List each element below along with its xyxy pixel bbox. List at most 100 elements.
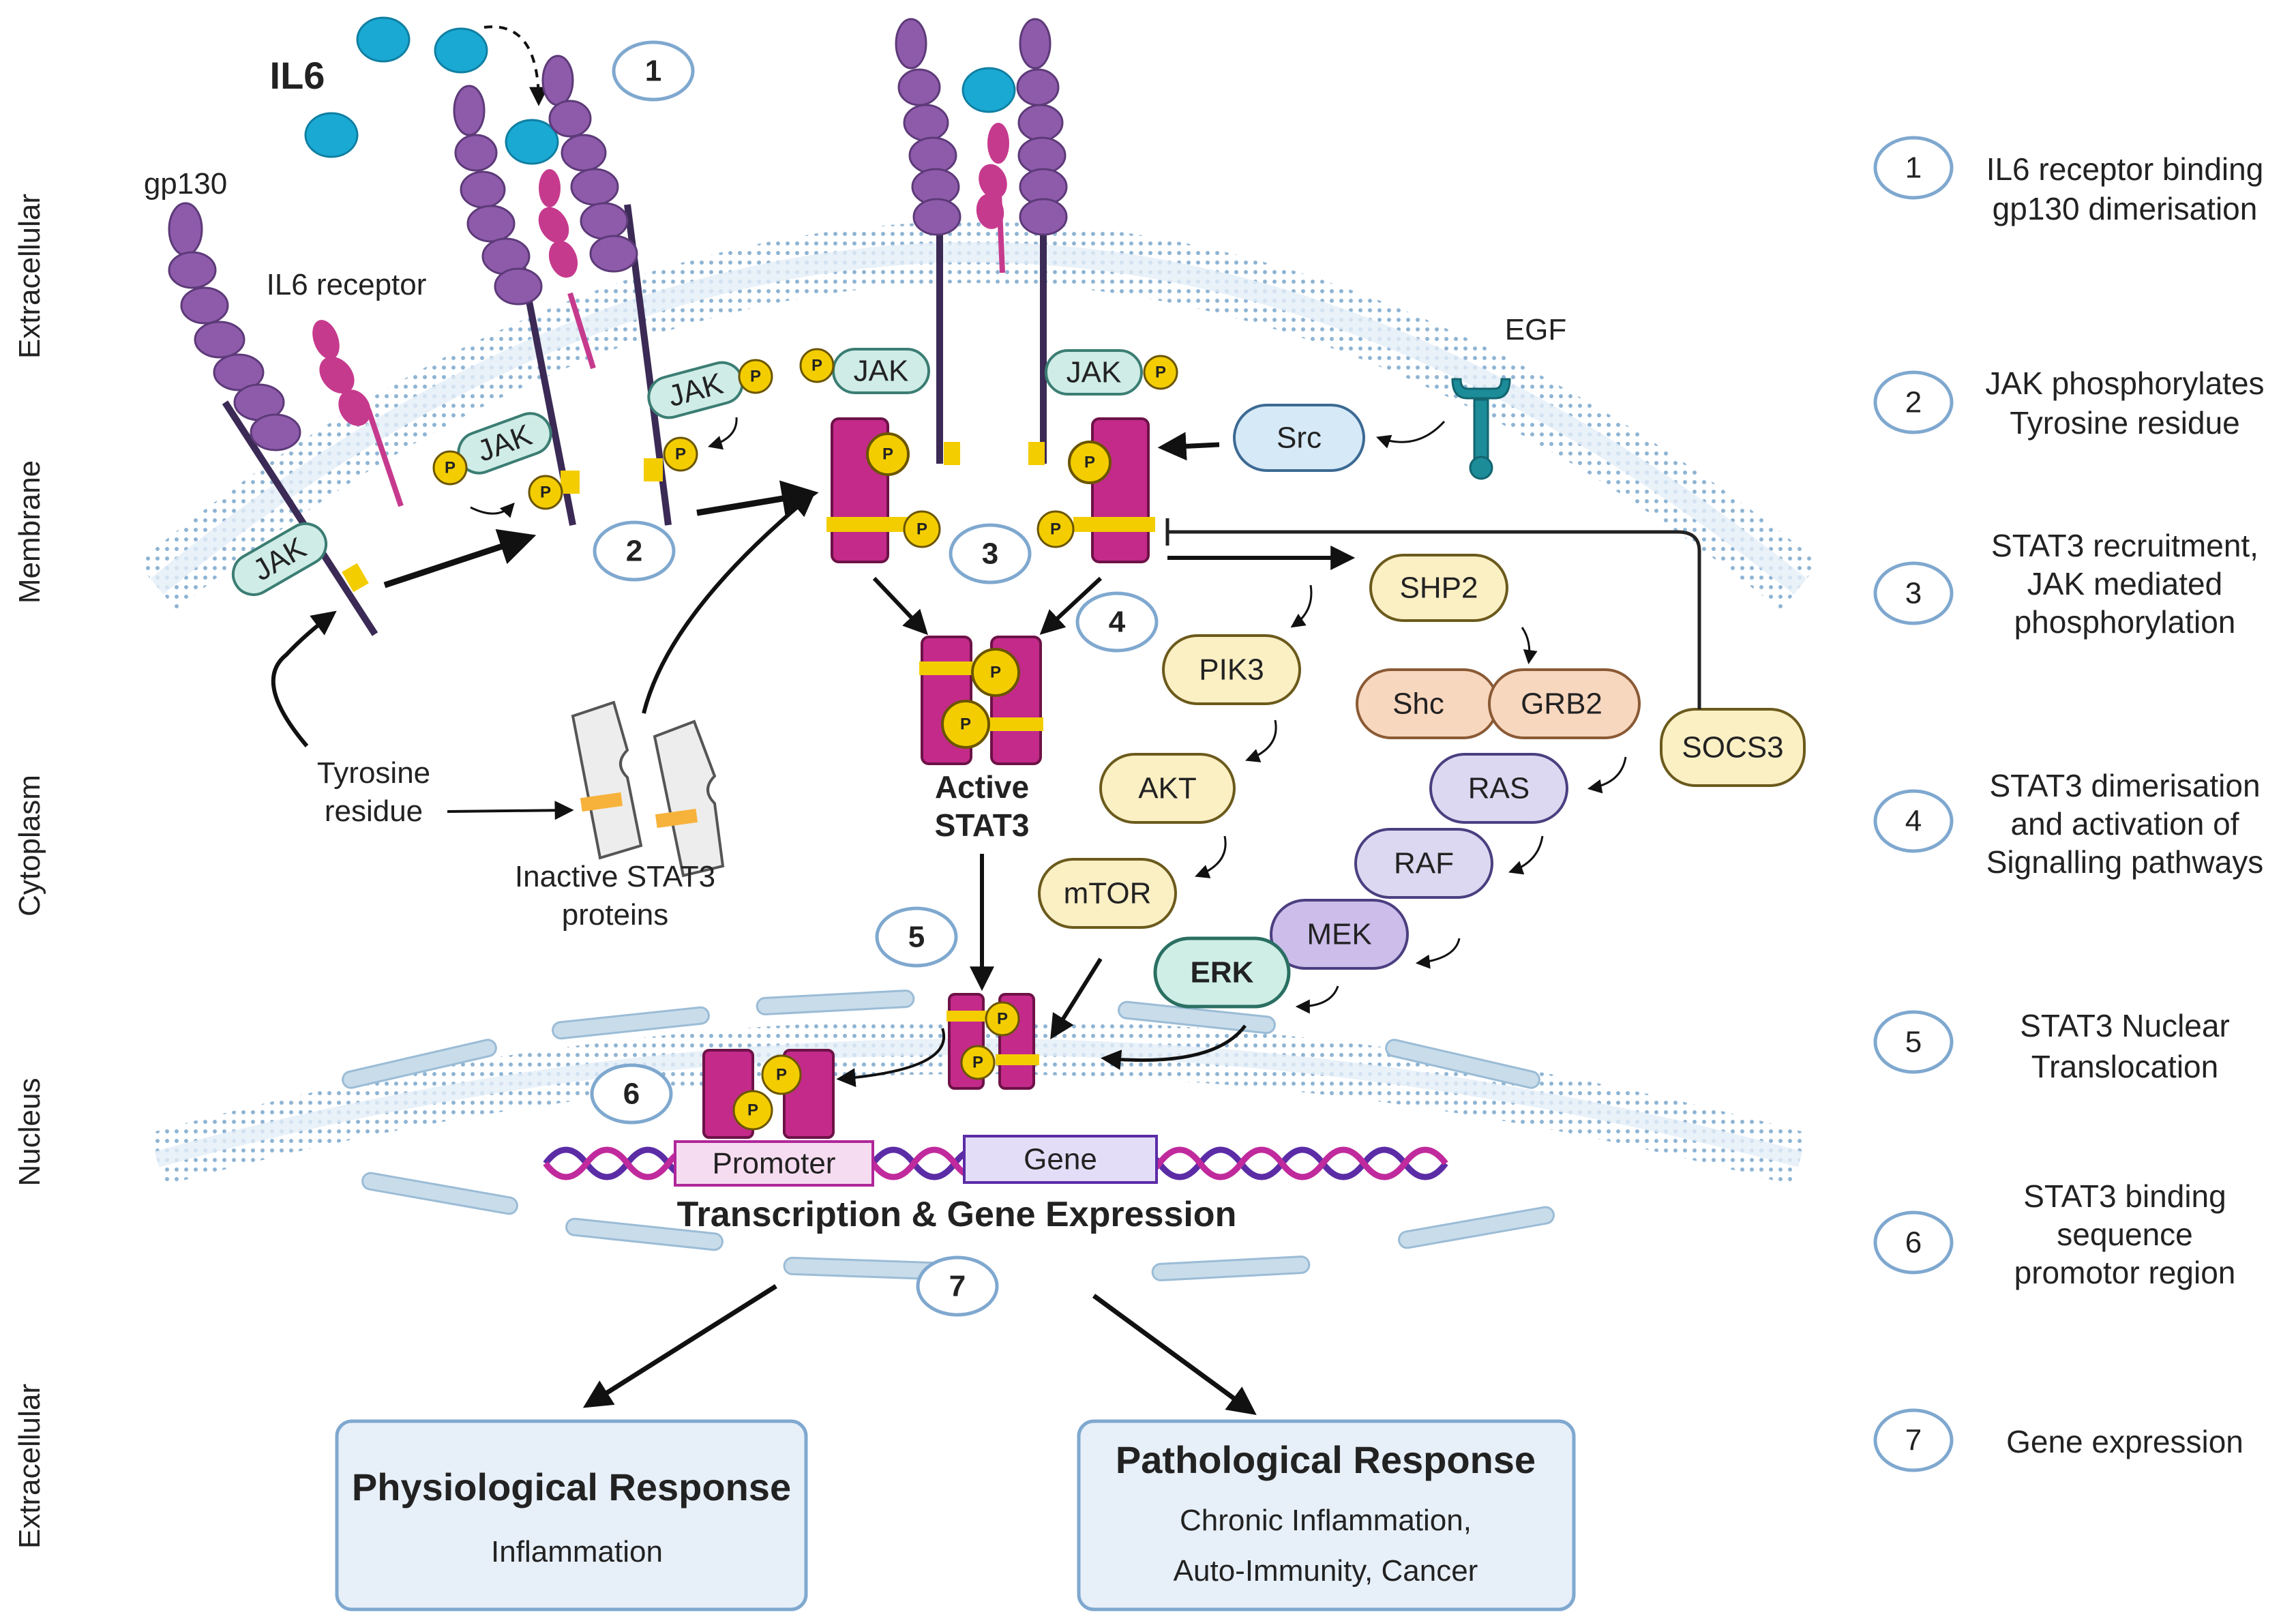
svg-text:P: P <box>540 484 551 502</box>
il6-ligand <box>961 67 1016 113</box>
svg-text:STAT3 binding: STAT3 binding <box>2023 1178 2226 1214</box>
svg-text:JAK mediated: JAK mediated <box>2027 566 2222 601</box>
svg-text:IL6 receptor binding: IL6 receptor binding <box>1986 151 2264 187</box>
jak-node: JAK <box>647 361 744 419</box>
svg-text:6: 6 <box>623 1077 640 1111</box>
pathological-response-detail-1: Chronic Inflammation, <box>1180 1504 1472 1537</box>
svg-text:P: P <box>1155 363 1166 382</box>
grb2-node: GRB2 <box>1488 668 1641 739</box>
ras-node: RAS <box>1429 753 1568 824</box>
svg-text:P: P <box>750 368 761 386</box>
physiological-response-box: Physiological Response Inflammation <box>335 1419 808 1611</box>
gene-region: Gene <box>963 1135 1158 1184</box>
il6-ligand <box>356 16 411 63</box>
svg-text:phosphorylation: phosphorylation <box>2014 604 2236 640</box>
svg-text:P: P <box>747 1101 758 1120</box>
phosphate-group: P <box>1068 441 1112 484</box>
phosphate-group: P <box>941 700 990 749</box>
side-label-membrane: Membrane <box>13 460 46 604</box>
il6-label: IL6 <box>270 54 325 97</box>
jak-proteins: JAK JAK JAK JAK JAK <box>231 348 1143 596</box>
phosphate-group: P <box>663 436 698 472</box>
arrows <box>271 417 1627 1415</box>
svg-text:Src: Src <box>1277 421 1322 455</box>
gp130-receptor-active <box>895 18 1068 465</box>
phosphate-group: P <box>799 348 835 383</box>
step-marker-6: 6 <box>590 1063 673 1125</box>
svg-text:2: 2 <box>1905 386 1922 419</box>
il6-ligand <box>434 27 488 74</box>
svg-text:JAK: JAK <box>1067 356 1122 389</box>
side-label-extracellular-top: Extracellular <box>13 194 46 359</box>
phosphate-group: P <box>971 648 1020 697</box>
svg-text:MEK: MEK <box>1307 918 1371 951</box>
akt-node: AKT <box>1099 753 1236 824</box>
svg-text:P: P <box>960 715 971 734</box>
erk-node: ERK <box>1153 936 1291 1009</box>
signalling-nodes: Src SHP2 PIK3 AKT mTOR Shc GRB2 RAS RAF … <box>1038 404 1806 1009</box>
phosphate-groups: P P P P P P P P P P P P P P P P <box>432 348 1178 1131</box>
shp2-node: SHP2 <box>1369 554 1508 622</box>
svg-text:P: P <box>675 445 686 464</box>
pik3-node: PIK3 <box>1162 634 1301 705</box>
svg-text:P: P <box>776 1066 787 1084</box>
svg-text:P: P <box>916 520 927 539</box>
pathological-response-detail-2: Auto-Immunity, Cancer <box>1174 1554 1478 1588</box>
tyrosine-residue-label-line2: residue <box>325 794 423 828</box>
side-label-cytoplasm: Cytoplasm <box>13 775 46 917</box>
svg-text:2: 2 <box>626 535 642 568</box>
svg-text:1: 1 <box>1905 151 1922 185</box>
svg-text:RAF: RAF <box>1394 847 1454 880</box>
svg-text:and activation of: and activation of <box>2010 806 2239 842</box>
step-marker-7: 7 <box>916 1255 999 1317</box>
legend-item-2: 2 JAK phosphorylates Tyrosine residue <box>1873 366 2265 441</box>
svg-text:JAK: JAK <box>473 418 537 469</box>
transcription-label: Transcription & Gene Expression <box>677 1195 1237 1234</box>
svg-text:P: P <box>990 664 1001 682</box>
svg-text:P: P <box>445 459 456 477</box>
il6-ligands <box>304 16 1016 165</box>
svg-text:Signalling pathways: Signalling pathways <box>1986 844 2264 880</box>
il6-receptor-label: IL6 receptor <box>267 268 427 301</box>
svg-text:gp130 dimerisation: gp130 dimerisation <box>1993 191 2258 226</box>
pathological-response-box: Pathological Response Chronic Inflammati… <box>1077 1419 1576 1611</box>
svg-text:P: P <box>1084 453 1095 472</box>
legend-item-3: 3 STAT3 recruitment, JAK mediated phosph… <box>1873 528 2258 640</box>
svg-text:P: P <box>1050 520 1061 539</box>
svg-text:STAT3 dimerisation: STAT3 dimerisation <box>1989 768 2260 803</box>
cell-membrane <box>137 222 1820 611</box>
svg-text:P: P <box>997 1010 1008 1028</box>
side-label-extracellular-bottom: Extracellular <box>13 1384 46 1549</box>
gp130-receptor-binding <box>453 55 672 526</box>
svg-text:3: 3 <box>982 537 998 571</box>
phosphate-group: P <box>761 1054 802 1095</box>
svg-text:mTOR: mTOR <box>1064 877 1152 910</box>
inactive-stat3-label-line1: Inactive STAT3 <box>515 860 715 893</box>
active-stat3-label-line2: STAT3 <box>935 807 1030 843</box>
step-marker-5: 5 <box>875 906 958 968</box>
svg-text:Tyrosine residue: Tyrosine residue <box>2010 405 2240 441</box>
svg-text:Gene expression: Gene expression <box>2006 1424 2243 1459</box>
step-markers: 1 2 3 4 5 6 7 <box>590 40 1159 1317</box>
il6-ligand <box>505 119 559 165</box>
inactive-stat3-label-line2: proteins <box>562 898 669 932</box>
phosphate-group: P <box>528 475 563 510</box>
svg-text:4: 4 <box>1905 805 1922 838</box>
svg-text:4: 4 <box>1109 606 1126 639</box>
svg-text:ERK: ERK <box>1191 956 1254 990</box>
legend-item-5: 5 STAT3 Nuclear Translocation <box>1873 1008 2230 1084</box>
legend-item-6: 6 STAT3 binding sequence promotor region <box>1873 1178 2235 1290</box>
svg-text:Translocation: Translocation <box>2031 1049 2218 1084</box>
gp130-label: gp130 <box>144 167 227 200</box>
il6-receptor-unbound <box>312 320 404 507</box>
svg-text:P: P <box>882 445 893 464</box>
svg-text:PIK3: PIK3 <box>1199 653 1264 687</box>
phosphate-group: P <box>985 1001 1020 1037</box>
il6-ligand <box>304 112 359 158</box>
step-marker-1: 1 <box>612 40 695 102</box>
side-labels: Extracellular Membrane Cytoplasm Nucleus… <box>13 194 46 1549</box>
phosphate-group: P <box>960 1045 996 1080</box>
egf-label: EGF <box>1505 313 1566 346</box>
svg-text:7: 7 <box>949 1270 966 1303</box>
